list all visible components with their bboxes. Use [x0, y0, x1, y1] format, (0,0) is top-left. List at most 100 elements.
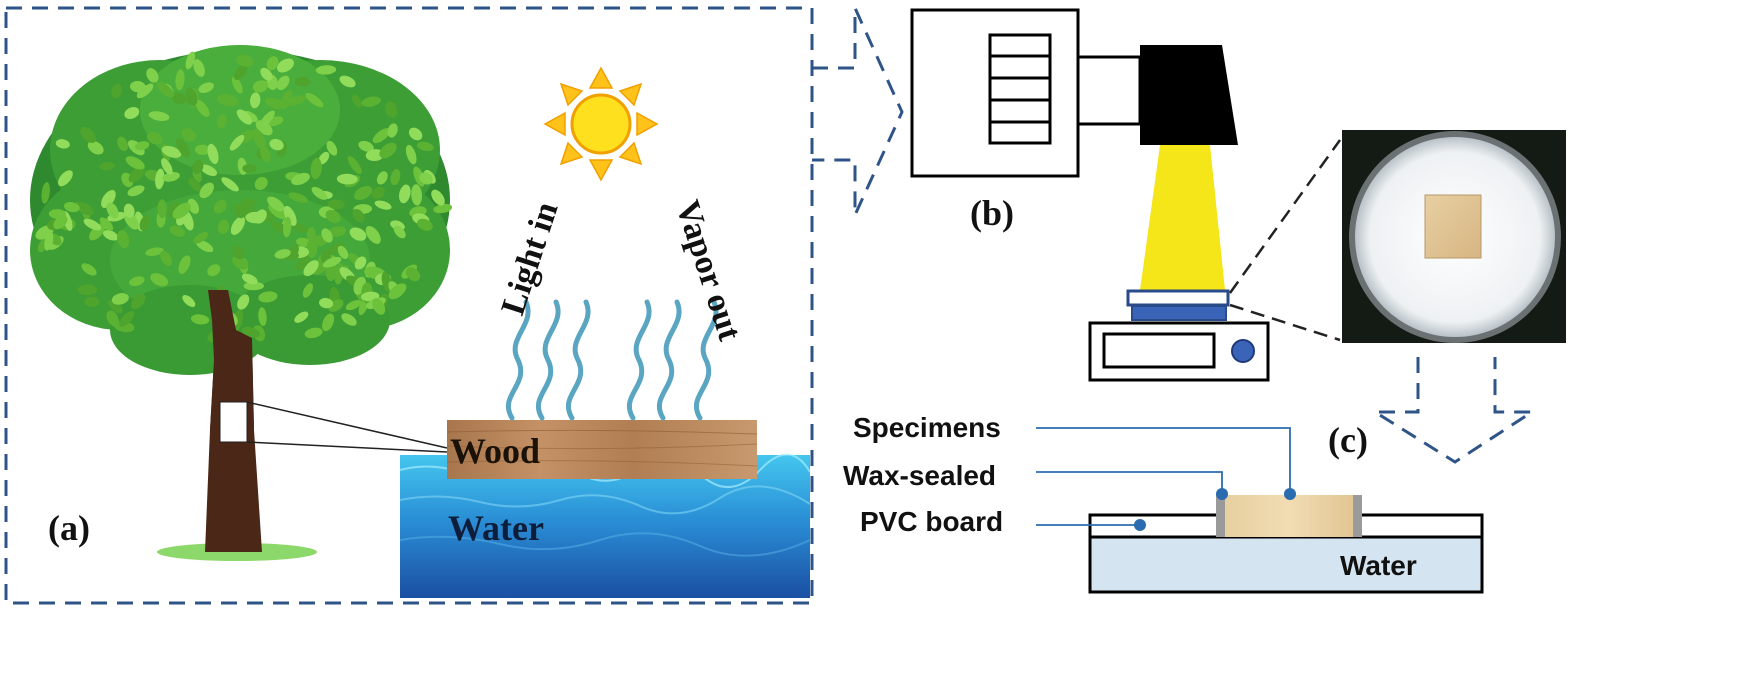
leaf	[241, 273, 258, 285]
leaf	[433, 203, 453, 214]
leaf	[198, 82, 214, 94]
leaf	[254, 176, 268, 191]
leaf	[178, 255, 191, 275]
specimen-photo	[1342, 130, 1566, 343]
leaf	[188, 177, 201, 192]
leaf	[326, 140, 338, 156]
leaf	[175, 69, 185, 91]
leaf	[102, 230, 119, 241]
leaf	[419, 172, 433, 185]
leaf	[83, 218, 102, 231]
leaf	[302, 283, 314, 298]
wood-label: Wood	[450, 431, 540, 471]
leaf	[399, 184, 411, 204]
leaf	[207, 143, 219, 165]
leaf	[310, 157, 322, 180]
leaf	[125, 156, 145, 170]
light-beam	[1140, 145, 1225, 290]
vapor-out-label: Vapor out	[668, 196, 748, 346]
leaf	[84, 296, 100, 307]
leaf	[327, 199, 345, 210]
leaf	[148, 111, 170, 121]
leaf	[53, 215, 68, 230]
leaf	[393, 225, 406, 239]
container-water-label: Water	[1340, 550, 1417, 581]
leaf	[233, 64, 248, 80]
leaf	[236, 54, 254, 67]
leaf	[111, 293, 129, 305]
leaf	[322, 256, 342, 268]
leaf	[127, 185, 145, 197]
leaf	[160, 250, 173, 267]
leaf	[241, 326, 261, 338]
leaf	[358, 140, 374, 152]
leaf	[172, 202, 191, 219]
leaf	[157, 199, 167, 219]
leaf	[315, 65, 337, 75]
leaf	[190, 314, 210, 325]
leaf	[353, 186, 373, 200]
leaf	[236, 109, 252, 125]
leaf	[379, 142, 397, 159]
leaf	[258, 291, 278, 303]
leaf	[417, 218, 433, 231]
leaf	[101, 190, 116, 208]
leaf	[232, 245, 245, 260]
leaf	[390, 168, 401, 186]
specimens-label: Specimens	[853, 412, 1001, 443]
leaf	[232, 256, 249, 270]
balance-icon	[1088, 289, 1270, 382]
leaf	[81, 263, 97, 276]
leaf	[156, 81, 175, 98]
leaf	[194, 144, 211, 155]
leaf	[162, 172, 180, 182]
panel-c-label: (c)	[1328, 420, 1368, 460]
leaf	[406, 267, 421, 282]
leaf	[328, 226, 347, 237]
leaf	[292, 223, 308, 233]
leaf	[87, 140, 104, 155]
leaf	[294, 311, 309, 323]
leaf	[136, 83, 154, 99]
leaf	[99, 217, 114, 231]
leaf	[233, 203, 245, 219]
leaf	[388, 283, 407, 300]
leaf	[252, 128, 266, 149]
leaf	[260, 67, 273, 81]
specimen-block	[1225, 495, 1353, 537]
leaf	[294, 76, 311, 87]
leaf	[80, 126, 97, 143]
leaf	[408, 127, 423, 141]
leaf	[266, 56, 279, 71]
leaf	[231, 76, 243, 94]
leaf	[195, 99, 210, 117]
leaf	[193, 231, 209, 244]
leaf	[318, 151, 330, 165]
leaf	[352, 209, 365, 223]
arrow-to-panel-c	[1369, 357, 1538, 464]
leaf	[303, 260, 319, 277]
leaf	[242, 164, 257, 173]
leaf	[365, 225, 381, 244]
leaf	[322, 313, 335, 332]
leaf	[171, 92, 186, 105]
leaf	[385, 101, 398, 119]
leaf	[372, 128, 391, 144]
leaf	[64, 201, 80, 213]
leaf	[325, 209, 341, 223]
leaf	[128, 166, 145, 183]
panel-b-label: (b)	[970, 193, 1014, 233]
leaf	[117, 136, 128, 151]
leaf	[185, 87, 198, 107]
sun-icon	[543, 66, 659, 182]
wax-sealed-label: Wax-sealed	[843, 460, 996, 491]
leaf	[124, 106, 140, 120]
leaf	[131, 293, 146, 310]
leaf	[252, 80, 269, 93]
leaf	[145, 247, 164, 256]
leaf	[216, 114, 227, 129]
leaf	[111, 83, 123, 99]
leaf	[123, 203, 135, 219]
leaf	[305, 92, 324, 108]
